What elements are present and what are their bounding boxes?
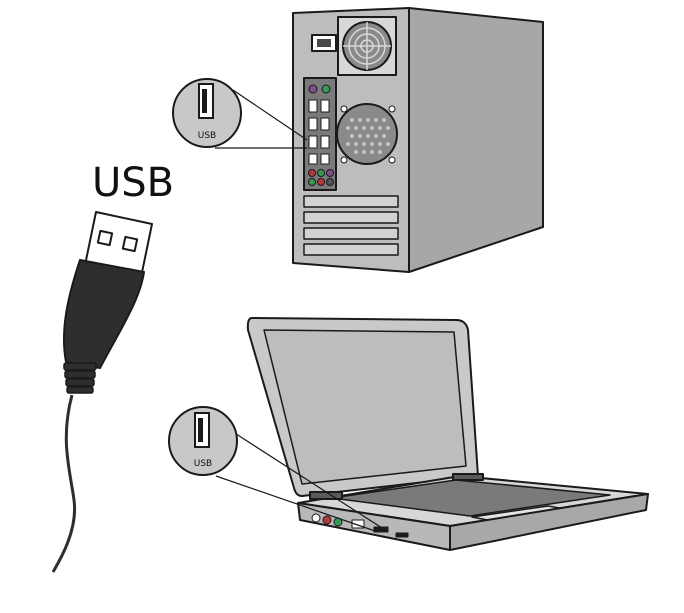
case-fan-grill xyxy=(336,103,398,165)
usb-cable xyxy=(51,394,77,573)
usb-main-label: USB xyxy=(92,160,174,206)
usb-strain-relief xyxy=(63,362,97,394)
desktop-usb-callout: USB xyxy=(172,78,242,148)
laptop-base-front xyxy=(449,493,649,551)
desktop-tower xyxy=(292,7,544,273)
ps2-port-purple xyxy=(308,84,318,94)
laptop-usb-callout: USB xyxy=(168,406,238,476)
desktop-callout-leaders xyxy=(215,89,308,149)
laptop-callout-label: USB xyxy=(194,459,212,469)
audio-jacks xyxy=(308,169,334,186)
laptop-keyboard xyxy=(331,479,611,517)
desktop-callout-label: USB xyxy=(198,131,216,141)
expansion-slots xyxy=(303,195,399,256)
usb-plug xyxy=(51,211,153,573)
laptop-side-ports xyxy=(311,513,409,538)
tower-side-panel xyxy=(408,7,544,273)
usb-port-stack xyxy=(308,99,330,165)
ps2-port-green xyxy=(321,84,331,94)
laptop-hinge-right xyxy=(452,473,484,481)
laptop-hinge-left xyxy=(309,491,343,500)
laptop-screen xyxy=(263,329,467,485)
laptop xyxy=(246,317,649,551)
laptop-callout-leaders xyxy=(215,429,383,533)
usb-plug-body xyxy=(63,259,145,369)
